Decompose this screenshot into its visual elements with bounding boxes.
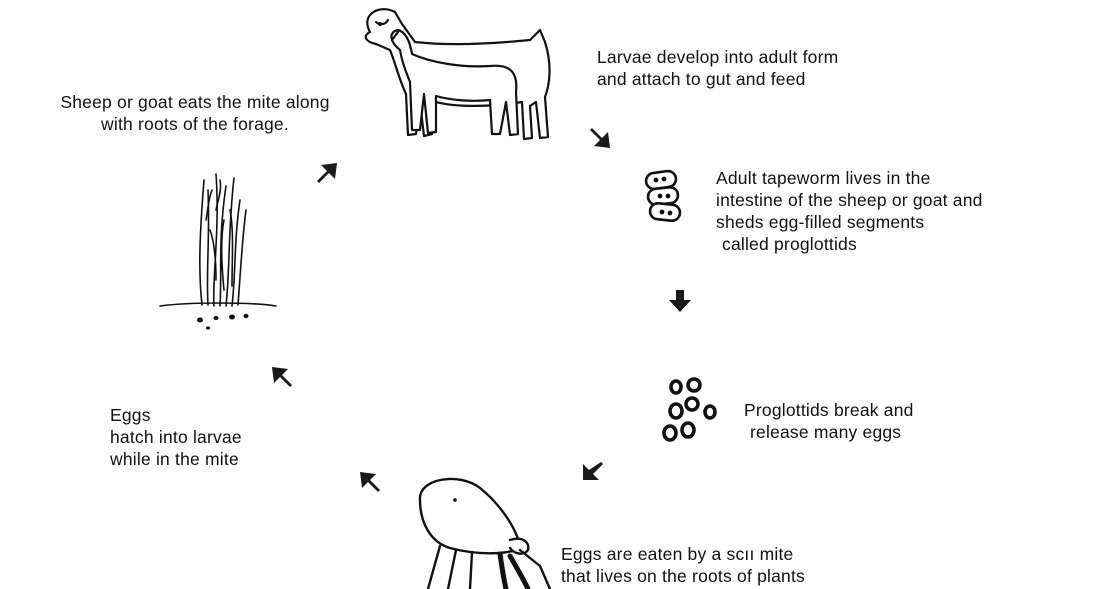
arrow-icon — [313, 159, 339, 185]
tapeworm-illustration — [640, 168, 686, 226]
step-tapeworm-label: Adult tapeworm lives in the intestine of… — [716, 167, 983, 255]
label-line: sheds egg-filled segments — [716, 211, 983, 233]
label-line: Eggs are eaten by a scıı mite — [561, 543, 805, 565]
step-mite-label: Eggs are eaten by a scıı mite that lives… — [561, 543, 805, 587]
arrow-icon — [588, 126, 614, 152]
label-line: Larvae develop into adult form — [597, 46, 838, 68]
mite-illustration — [400, 470, 570, 589]
label-line: intestine of the sheep or goat and — [716, 189, 983, 211]
arrow-icon — [579, 458, 605, 484]
step-adult-form-label: Larvae develop into adult form and attac… — [597, 46, 838, 90]
grass-illustration — [150, 170, 280, 330]
arrow-icon — [667, 288, 693, 314]
arrow-icon — [356, 468, 382, 494]
label-line: while in the mite — [110, 448, 242, 470]
step-eats-label: Sheep or goat eats the mite along with r… — [6, 91, 384, 135]
arrow-icon — [268, 363, 294, 389]
label-line: release many eggs — [744, 421, 914, 443]
label-line: and attach to gut and feed — [597, 68, 838, 90]
step-hatch-label: Eggs hatch into larvae while in the mite — [110, 404, 242, 470]
eggs-illustration — [660, 375, 724, 447]
step-proglottids-label: Proglottids break and release many eggs — [744, 399, 914, 443]
label-line: Eggs — [110, 404, 242, 426]
label-line: called proglottids — [716, 233, 983, 255]
label-line: that lives on the roots of plants — [561, 565, 805, 587]
label-line: hatch into larvae — [110, 426, 242, 448]
label-line: Adult tapeworm lives in the — [716, 167, 983, 189]
label-line: Proglottids break and — [744, 399, 914, 421]
label-line: Sheep or goat eats the mite along — [6, 91, 384, 113]
label-line: with roots of the forage. — [6, 113, 384, 135]
